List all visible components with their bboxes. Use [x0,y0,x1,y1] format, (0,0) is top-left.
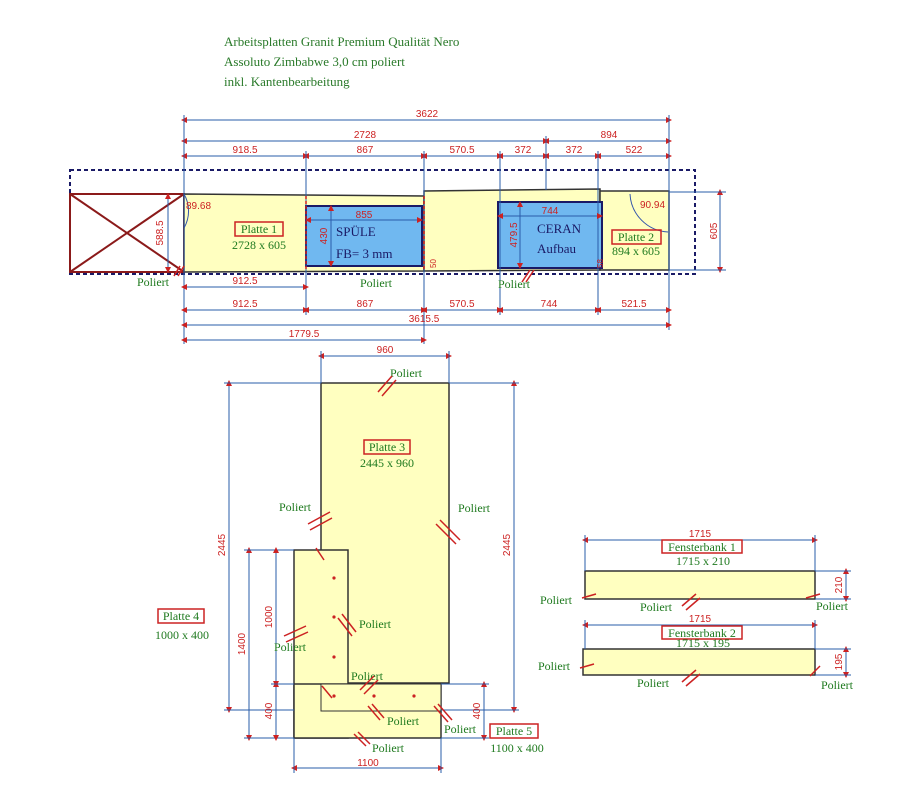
sink-fb: FB= 3 mm [336,246,392,261]
angle-right: 90.94 [640,200,665,211]
fensterbank-2-shape [582,648,816,676]
fb1-size: 1715 x 210 [676,554,730,568]
poliert-mid-2: Poliert [279,500,312,514]
poliert-fb1-bottom: Poliert [640,600,673,614]
fb1-dim: 1715 [689,529,712,540]
fb2-size: 1715 x 195 [676,636,730,650]
header-line-1: Arbeitsplatten Granit Premium Qualität N… [224,34,460,49]
platte-3-name: Platte 3 [369,440,405,454]
seg-dim-5: 372 [566,145,583,156]
depth-left: 588.5 [155,220,166,245]
platte-3-box [363,439,411,455]
platte-2-size: 894 x 605 [612,244,660,258]
ceran-width: 744 [542,206,559,217]
fb2-height: 195 [834,653,845,670]
depth-right: 605 [709,222,720,239]
small-58: 58 [596,259,605,268]
ceran-label-1: CERAN [537,221,582,236]
poliert-fb2-right: Poliert [821,678,854,692]
poliert-mid-7: Poliert [387,714,420,728]
sink-cutout [305,205,423,267]
platte-4-size: 1000 x 400 [155,628,209,642]
poliert-fb1-left: Poliert [540,593,573,607]
platte-5-box [489,723,539,739]
seg-dim-2: 867 [357,145,374,156]
platte-4-box [157,608,205,624]
poliert-top-1: Poliert [137,275,170,289]
dim-894: 894 [601,130,618,141]
poliert-mid-5: Poliert [274,640,307,654]
bottom2-dim-5: 521.5 [621,299,646,310]
poliert-fb2-left: Poliert [538,659,571,673]
poliert-mid-6: Poliert [351,669,384,683]
platte-3-size: 2445 x 960 [360,456,414,470]
poliert-mid-3: Poliert [458,501,491,515]
bottom2-dim-1: 912.5 [232,299,257,310]
header: Arbeitsplatten Granit Premium Qualität N… [224,32,459,92]
polish-marks-mid [283,375,461,747]
dim-400-left: 400 [264,702,275,719]
platte-4-name: Platte 4 [163,609,199,623]
fb2-dim: 1715 [689,614,712,625]
platte-5-inner [320,683,442,712]
platte-1-name: Platte 1 [241,222,277,236]
dim-total: 3622 [416,109,439,120]
bottom2-dim-4: 744 [541,299,558,310]
bottom-dim-1: 912.5 [232,276,257,287]
small-50: 50 [429,259,438,268]
header-line-3: inkl. Kantenbearbeitung [224,74,350,89]
fb1-box [661,539,743,554]
dim-400-right: 400 [472,702,483,719]
seg-dim-6: 522 [626,145,643,156]
poliert-fb1-right: Poliert [816,599,849,613]
poliert-mid-4: Poliert [359,617,392,631]
fb2-box [661,625,743,640]
poliert-mid-8: Poliert [444,722,477,736]
seg-dim-4: 372 [515,145,532,156]
sink-height: 430 [319,227,330,244]
platte-5-name: Platte 5 [496,724,532,738]
platte-5-size: 1100 x 400 [490,741,544,755]
dim-2445-left: 2445 [217,533,228,556]
angle-left: 89.68 [186,201,211,212]
fb1-name: Fensterbank 1 [668,540,736,554]
drill-dots [332,576,416,698]
dim-2445-right: 2445 [502,533,513,556]
header-line-2: Assoluto Zimbabwe 3,0 cm poliert [224,54,405,69]
fensterbank-1-shape [584,570,816,600]
fb1-height: 210 [834,576,845,593]
sink-width: 855 [356,210,373,221]
bottom2-dim-2: 867 [357,299,374,310]
sink-label: SPÜLE [336,224,376,239]
fb2-name: Fensterbank 2 [668,626,736,640]
platte-2-name: Platte 2 [618,230,654,244]
seg-dim-1: 918.5 [232,145,257,156]
angle-arc-left [183,193,190,229]
poliert-mid-1: Poliert [390,366,423,380]
dim-1400: 1400 [237,632,248,655]
polish-marks-right [579,593,821,687]
ceran-label-2: Aufbau [537,241,576,256]
crossed-box [69,193,185,273]
seg-dim-3: 570.5 [449,145,474,156]
poliert-fb2-bottom: Poliert [637,676,670,690]
dim-1100: 1100 [357,758,379,769]
bottom-total: 3615.5 [409,314,440,325]
dim-960: 960 [377,345,394,356]
platte-1-size: 2728 x 605 [232,238,286,252]
ceran-height: 479.5 [509,222,520,247]
poliert-top-3: Poliert [498,277,531,291]
polish-marks-top [173,196,535,283]
dim-1000: 1000 [264,605,275,628]
bottom2-dim-3: 570.5 [449,299,474,310]
dim-2728: 2728 [354,130,377,141]
poliert-mid-9: Poliert [372,741,405,755]
bottom-1779: 1779.5 [289,329,320,340]
poliert-top-2: Poliert [360,276,393,290]
platte-1-box [234,221,284,237]
platte-2-box [611,229,662,245]
